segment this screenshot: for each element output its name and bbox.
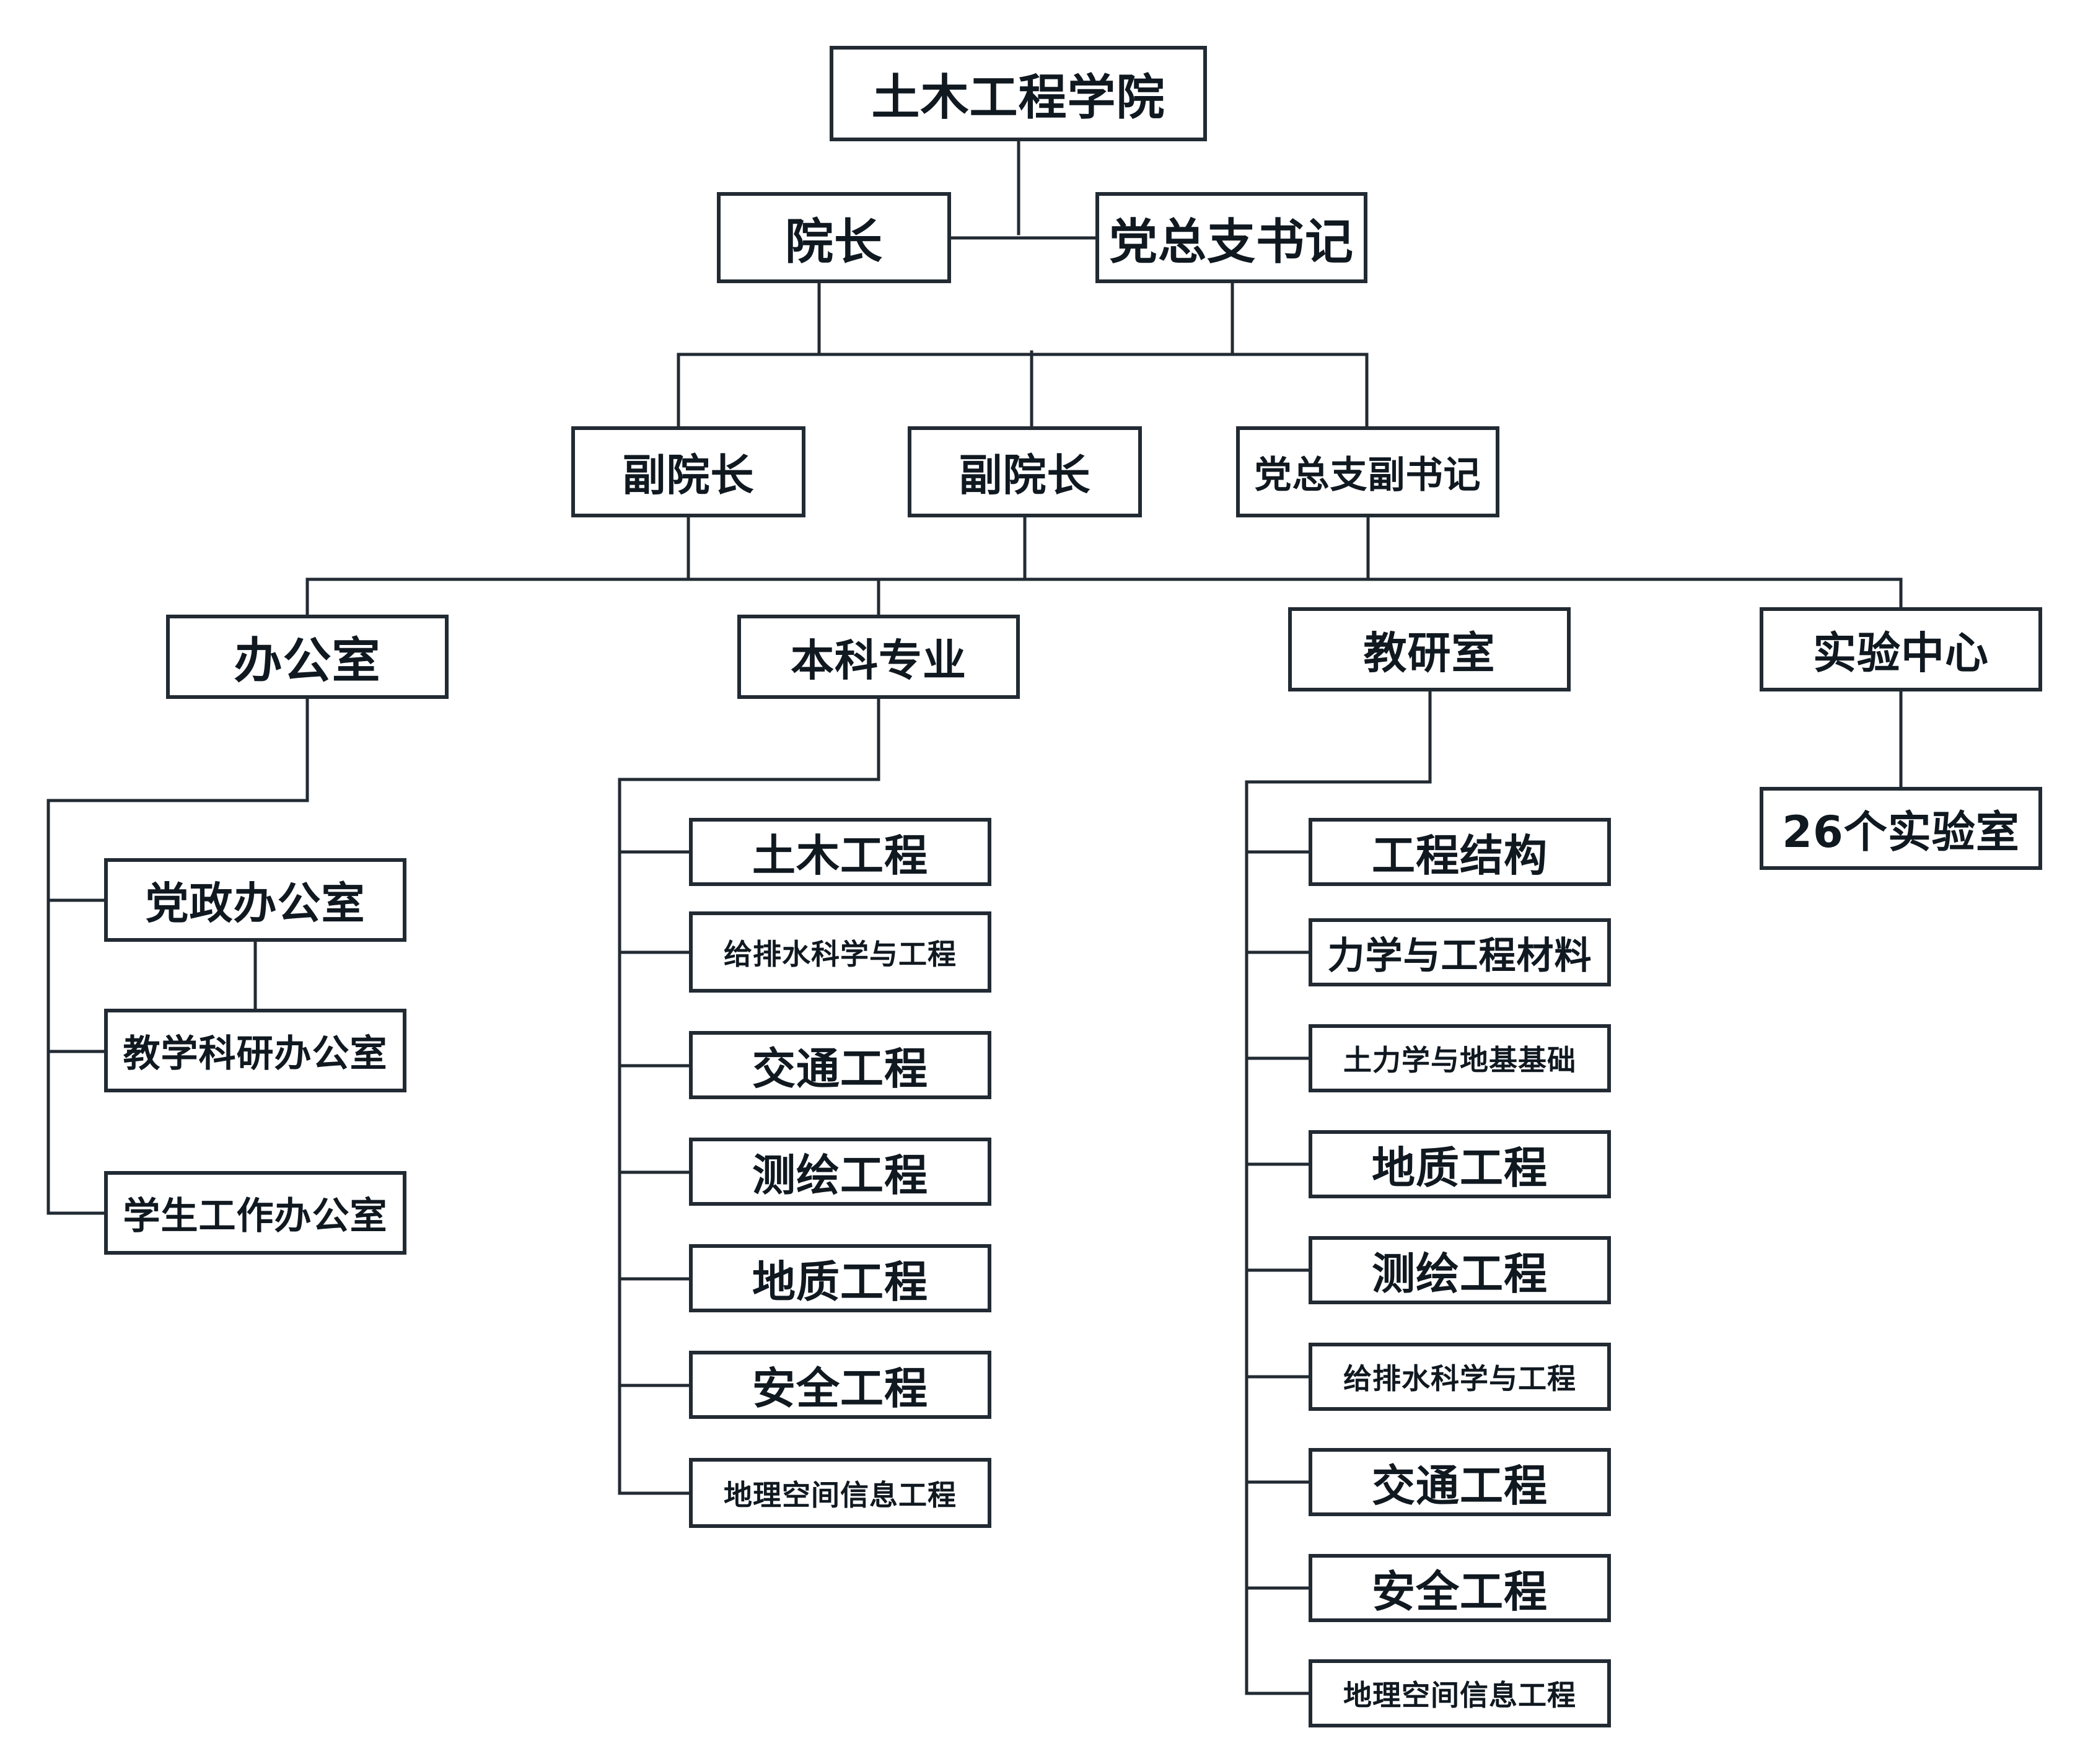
dean-box: 院长	[717, 192, 951, 283]
vice-dean-box-1: 副院长	[571, 426, 805, 517]
teaching-research-office-box: 教学科研办公室	[104, 1009, 406, 1092]
major-item: 给排水科学与工程	[689, 911, 991, 993]
lab-center-box: 实验中心	[1760, 607, 2042, 691]
undergrad-majors-box: 本科专业	[737, 615, 1020, 699]
party-admin-office-box: 党政办公室	[104, 858, 406, 942]
major-item: 安全工程	[689, 1351, 991, 1419]
labs-count-box: 26个实验室	[1760, 787, 2042, 870]
major-item: 测绘工程	[689, 1138, 991, 1206]
student-affairs-office-box: 学生工作办公室	[104, 1171, 406, 1255]
research-group-item: 土力学与地基基础	[1309, 1024, 1611, 1092]
college-box: 土木工程学院	[830, 46, 1207, 141]
research-group-item: 安全工程	[1309, 1554, 1611, 1622]
major-item: 地质工程	[689, 1244, 991, 1312]
party-secretary-box: 党总支书记	[1095, 192, 1367, 283]
research-office-box: 教研室	[1288, 607, 1571, 691]
vice-dean-box-2: 副院长	[908, 426, 1142, 517]
research-group-item: 力学与工程材料	[1309, 918, 1611, 986]
major-item: 土木工程	[689, 818, 991, 886]
party-deputy-secretary-box: 党总支副书记	[1236, 426, 1499, 517]
major-item: 交通工程	[689, 1031, 991, 1099]
research-group-item: 给排水科学与工程	[1309, 1343, 1611, 1411]
research-group-item: 地质工程	[1309, 1130, 1611, 1198]
research-group-item: 交通工程	[1309, 1448, 1611, 1516]
office-box: 办公室	[166, 615, 449, 699]
research-group-item: 地理空间信息工程	[1309, 1659, 1611, 1727]
major-item: 地理空间信息工程	[689, 1458, 991, 1528]
research-group-item: 测绘工程	[1309, 1236, 1611, 1304]
research-group-item: 工程结构	[1309, 818, 1611, 886]
